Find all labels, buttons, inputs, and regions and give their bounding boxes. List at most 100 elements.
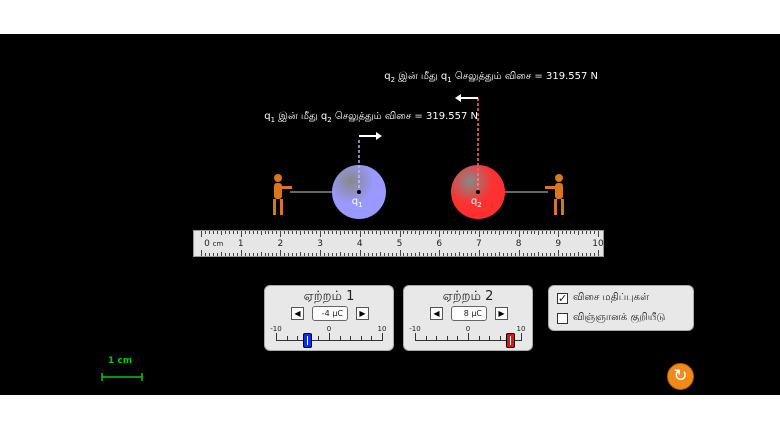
ruler-tick: [399, 231, 401, 237]
scale-bar: [101, 373, 143, 381]
ruler-tick: [383, 253, 385, 256]
ruler-tick: [590, 231, 592, 234]
ruler-tick: [260, 252, 262, 256]
ruler-label: 0: [204, 239, 210, 249]
ruler-tick: [240, 250, 242, 256]
slider-tick: [425, 336, 427, 341]
ruler-tick: [335, 253, 337, 256]
charge-center: [356, 190, 361, 194]
slider-min-label: -10: [409, 325, 421, 333]
ruler-tick: [455, 231, 457, 234]
ruler-tick: [204, 231, 206, 234]
slider-tick: [499, 336, 501, 341]
slider-tick: [297, 336, 299, 341]
ruler-tick: [403, 253, 405, 256]
ruler-tick: [522, 253, 524, 256]
ruler-tick: [546, 253, 548, 256]
ruler-tick: [371, 253, 373, 256]
ruler-tick: [486, 231, 488, 234]
ruler-tick: [201, 231, 202, 237]
ruler-tick: [550, 253, 552, 256]
scientific-notation-checkbox[interactable]: விஞ்ஞானக் குறியீடு: [557, 312, 665, 324]
charge-value-field[interactable]: 8 μC: [451, 306, 487, 321]
ruler-tick: [498, 252, 500, 256]
ruler-tick: [482, 231, 484, 234]
ruler-tick: [359, 250, 361, 256]
ruler-tick: [300, 252, 302, 256]
ruler-tick: [502, 253, 504, 256]
ruler-label: 9: [555, 239, 562, 249]
ruler-label: 2: [277, 239, 284, 249]
q1-force-arrowhead: [376, 132, 382, 140]
ruler-tick: [490, 253, 492, 256]
ruler-tick: [252, 231, 254, 234]
ruler-tick: [379, 231, 381, 235]
charge-1[interactable]: q1: [331, 165, 386, 219]
slider-tick: [329, 333, 330, 341]
ruler-tick: [312, 231, 314, 234]
ruler-tick: [546, 231, 548, 234]
ruler-tick: [304, 253, 306, 256]
ruler-tick: [240, 231, 242, 237]
ruler-tick: [427, 253, 429, 256]
charge-slider-thumb[interactable]: [505, 333, 515, 348]
ruler-label: 1: [237, 239, 244, 249]
ruler-tick: [451, 231, 453, 234]
ruler-tick: [268, 231, 270, 234]
ruler-tick: [506, 253, 508, 256]
ruler-tick: [387, 231, 389, 234]
ruler-label: 6: [436, 239, 443, 249]
ruler-tick: [443, 253, 445, 256]
ruler-tick: [264, 231, 266, 234]
ruler-tick: [578, 252, 580, 256]
decrement-button[interactable]: ◀: [291, 307, 304, 320]
slider-mid-label: 0: [326, 325, 332, 333]
charge-center: [475, 190, 480, 194]
ruler-tick: [415, 231, 417, 234]
ruler-tick: [224, 253, 226, 256]
options-panel: ✓விசை மதிப்புகள் விஞ்ஞானக் குறியீடு: [548, 285, 694, 331]
ruler-tick: [316, 253, 318, 256]
checkbox-box[interactable]: [557, 312, 568, 324]
ruler-tick: [439, 250, 441, 256]
ruler-tick: [538, 252, 540, 256]
ruler-tick: [347, 253, 349, 256]
ruler-tick: [447, 231, 449, 234]
ruler-tick: [415, 253, 417, 256]
ruler-tick: [522, 231, 524, 234]
checkbox-box[interactable]: ✓: [557, 291, 568, 305]
slider-tick: [371, 336, 373, 341]
charge-2[interactable]: q2: [450, 165, 505, 219]
ruler-tick: [598, 231, 599, 237]
ruler-tick: [276, 253, 278, 256]
ruler-tick: [530, 253, 532, 256]
ruler-tick: [320, 231, 322, 237]
charge-slider-thumb[interactable]: [303, 333, 313, 348]
ruler-tick: [288, 253, 290, 256]
increment-button[interactable]: ▶: [495, 307, 508, 320]
ruler-tick: [248, 253, 250, 256]
decrement-button[interactable]: ◀: [430, 307, 443, 320]
slider-tick: [521, 333, 522, 341]
ruler-tick: [228, 231, 230, 234]
force-values-checkbox[interactable]: ✓விசை மதிப்புகள்: [557, 292, 649, 304]
checkbox-label: விஞ்ஞானக் குறியீடு: [573, 312, 666, 323]
ruler-tick: [332, 253, 333, 256]
ruler-tick: [328, 253, 330, 256]
ruler-tick: [268, 253, 270, 256]
reset-icon: ↻: [673, 366, 688, 386]
ruler-tick: [431, 231, 433, 234]
ruler-tick: [324, 253, 326, 256]
puller-left-icon: [273, 174, 292, 215]
ruler-tick: [498, 231, 500, 235]
ruler-tick: [435, 253, 437, 256]
ruler-tick: [351, 231, 353, 234]
ruler-tick: [459, 252, 461, 256]
ruler-tick: [224, 231, 226, 234]
increment-button[interactable]: ▶: [356, 307, 369, 320]
reset-button[interactable]: ↻: [667, 363, 694, 390]
ruler-tick: [296, 253, 298, 256]
charge-value-field[interactable]: -4 μC: [312, 306, 348, 321]
